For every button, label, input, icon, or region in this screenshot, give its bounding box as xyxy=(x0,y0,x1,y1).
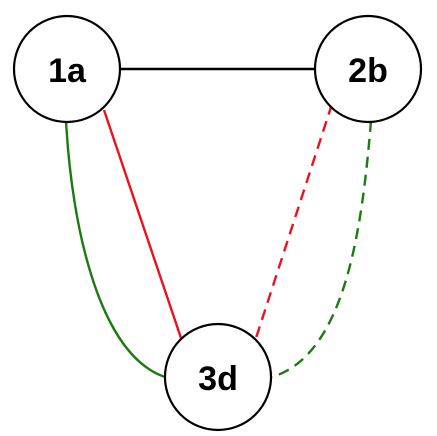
node-3d: 3d xyxy=(163,322,273,432)
node-1a-label: 1a xyxy=(48,52,87,90)
node-3d-label: 3d xyxy=(198,360,238,398)
node-1a: 1a xyxy=(12,14,122,124)
node-2b-label: 2b xyxy=(348,52,388,90)
edge-2b-3d-green xyxy=(271,120,373,379)
edge-2b-3d-red xyxy=(254,103,334,339)
edge-1a-3d-green xyxy=(64,120,166,379)
edge-1a-3d-red xyxy=(102,109,183,339)
node-2b: 2b xyxy=(313,14,423,124)
